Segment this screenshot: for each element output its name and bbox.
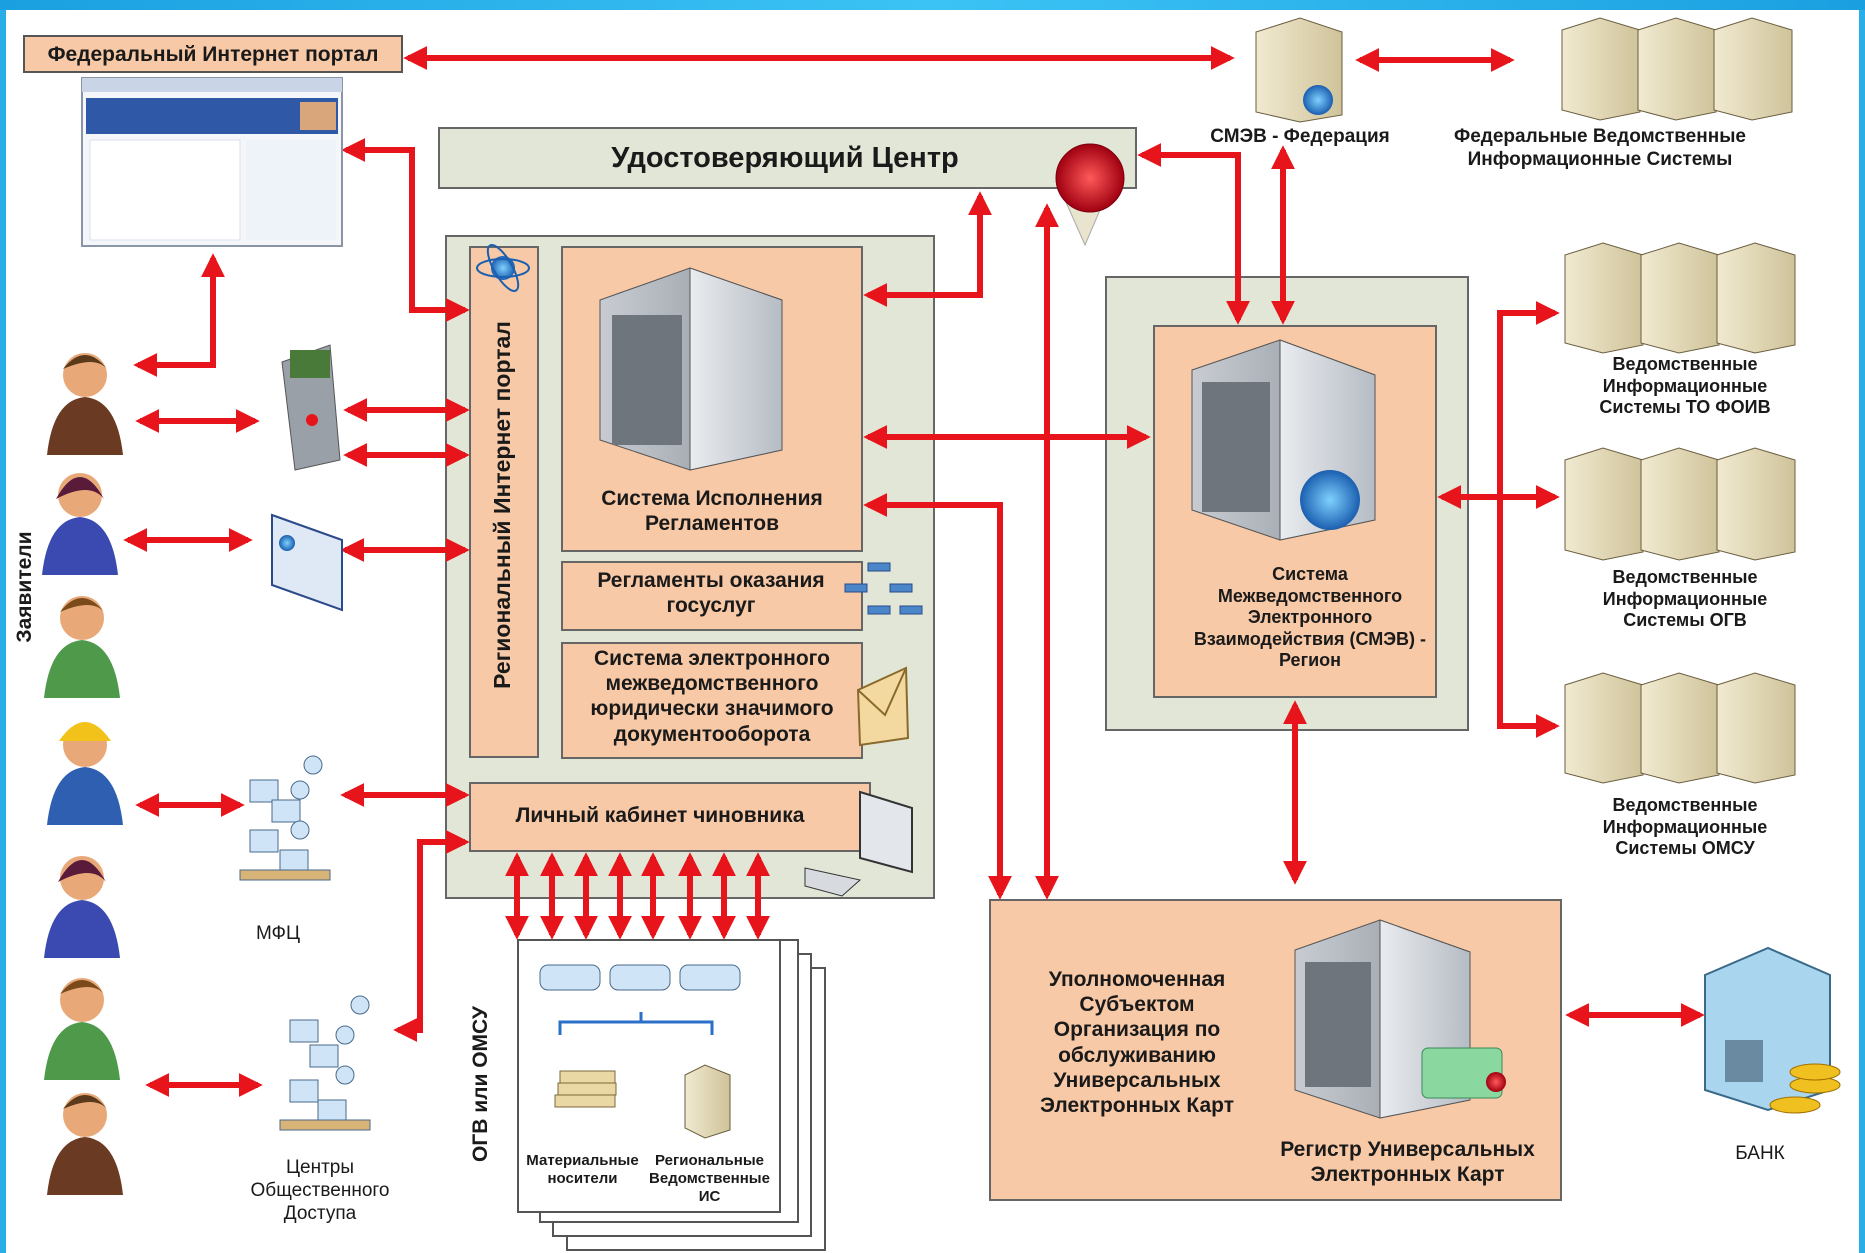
cert-center-box <box>438 127 1137 189</box>
arrows <box>123 46 1705 1097</box>
cert-center-label: Удостоверяющий Центр <box>611 142 959 174</box>
left-accent-bar <box>0 10 6 1253</box>
wax-seal-icon <box>1055 143 1125 247</box>
regulation-server-icon <box>599 267 783 471</box>
card-registry-server-icon <box>1294 919 1506 1119</box>
smev-federation-server-icon <box>1255 17 1343 123</box>
mfc-label: МФЦ <box>255 923 301 944</box>
federal-dept-servers-icon <box>1561 17 1793 121</box>
atom-icon <box>476 244 530 292</box>
ogv-workstations-icon <box>539 964 741 991</box>
ogv-systems-label: Ведомственные Информационные Системы ОГВ <box>1602 567 1768 631</box>
monitor-icon <box>804 790 913 897</box>
regional-dept-is-label: Региональные Ведомственные ИС <box>649 1152 770 1205</box>
kiosk-icon <box>281 344 341 471</box>
federal-dept-systems-label: Федеральные Ведомственные Информационные… <box>1453 126 1746 170</box>
omsu-servers-icon <box>1564 672 1796 784</box>
applicants-label: Заявители <box>13 531 36 643</box>
ogv-servers-icon <box>1564 447 1796 561</box>
card-registry-label: Регистр Универсальных Электронных Карт <box>1280 1138 1535 1187</box>
federal-portal-title-box <box>23 35 403 73</box>
ogv-tree-connector <box>558 1012 714 1035</box>
smev-region-label: Система Межведомственного Электронного В… <box>1193 564 1427 671</box>
smev-federation-label: СМЭВ - Федерация <box>1210 126 1390 147</box>
public-access-label: Центры Общественного Доступа <box>250 1157 390 1224</box>
mfc-workstations-icon <box>239 755 331 881</box>
foiv-systems-label: Ведомственные Информационные Системы ТО … <box>1599 354 1771 418</box>
regulations-box <box>561 561 863 631</box>
regulations-label: Регламенты оказания госуслуг <box>597 569 825 618</box>
omsu-systems-label: Ведомственные Информационные Системы ОМС… <box>1602 795 1768 859</box>
public-access-workstations-icon <box>279 995 371 1131</box>
official-cabinet-label: Личный кабинет чиновника <box>515 804 805 827</box>
flowchart-icon <box>844 562 923 615</box>
webpage-icon <box>271 513 343 612</box>
regulation-system-label: Система Исполнения Регламентов <box>601 487 823 536</box>
browser-window-icon <box>81 77 343 247</box>
envelope-icon <box>856 666 910 747</box>
bank-icon <box>1704 946 1841 1114</box>
material-media-label: Материальные носители <box>526 1152 639 1187</box>
federal-portal-title: Федеральный Интернет портал <box>47 43 379 66</box>
bank-label: БАНК <box>1735 1143 1785 1164</box>
foiv-servers-icon <box>1564 242 1796 354</box>
applicant-icons <box>42 353 123 1195</box>
card-org-label: Уполномоченная Субъектом Организация по … <box>1039 968 1234 1117</box>
edms-label: Система электронного межведомственного ю… <box>590 647 834 746</box>
smev-region-server-icon <box>1191 339 1376 541</box>
ogv-omsu-label: ОГВ или ОМСУ <box>469 1006 492 1163</box>
regional-portal-label: Региональный Интернет портал <box>489 321 515 689</box>
top-accent-bar <box>0 0 1865 10</box>
books-icon <box>554 1070 617 1108</box>
regional-portal-strip <box>469 246 539 758</box>
right-accent-bar <box>1859 10 1865 1253</box>
ogv-server-icon <box>684 1064 731 1139</box>
